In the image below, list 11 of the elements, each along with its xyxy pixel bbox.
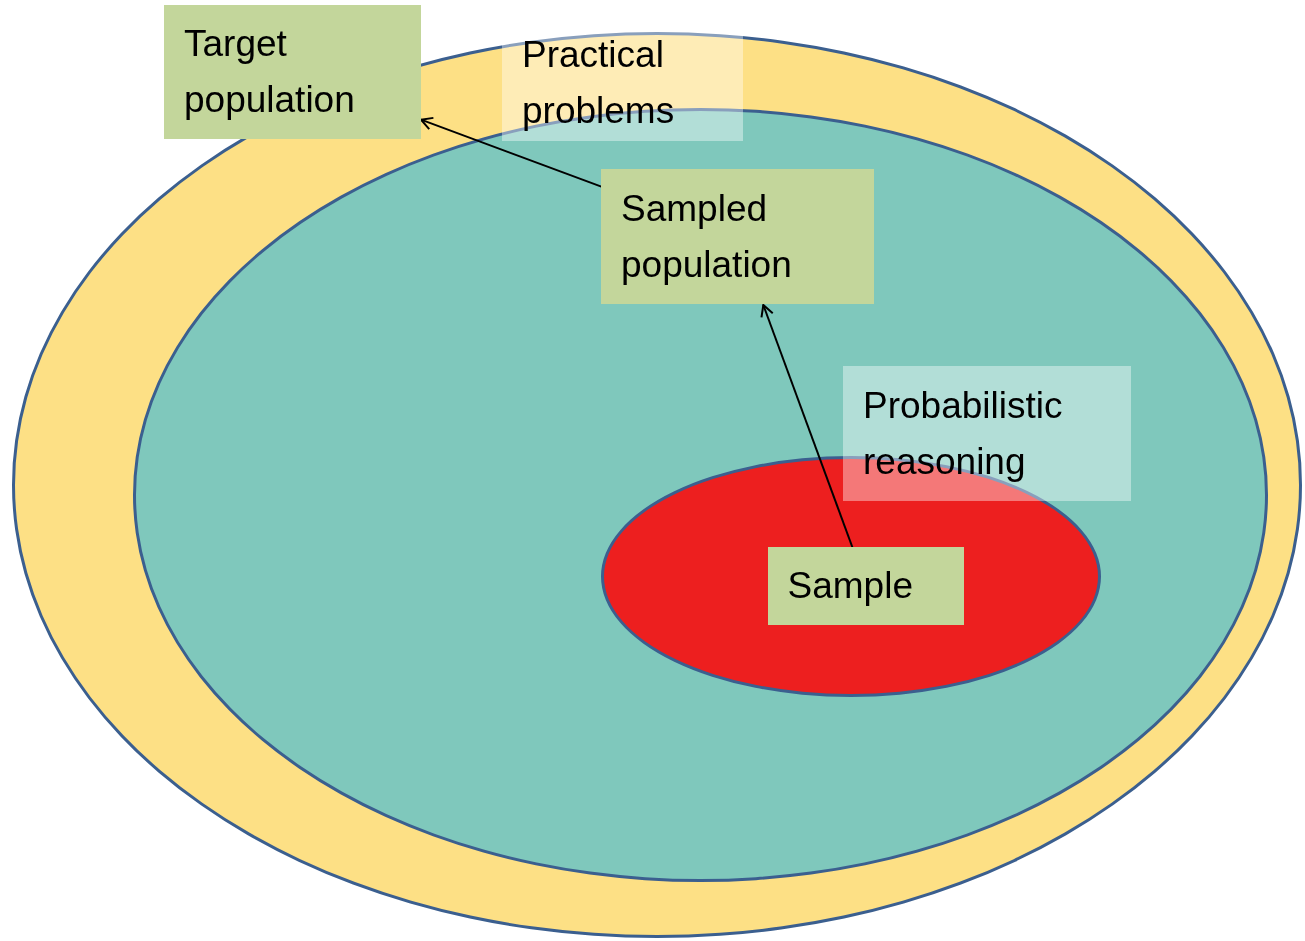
label-box: [601, 169, 874, 304]
arrow: [760, 304, 854, 549]
label-text: Practical problems: [522, 32, 676, 133]
label-box: [164, 5, 421, 139]
label-text: Sampled population: [621, 186, 793, 287]
arrow: [420, 116, 603, 188]
label-text: Target population: [184, 22, 356, 122]
label-text: Probabilistic reasoning: [863, 383, 1064, 484]
label-box: [767, 546, 964, 625]
label-text: Sample: [787, 563, 914, 608]
annotation-box: [843, 366, 1131, 501]
